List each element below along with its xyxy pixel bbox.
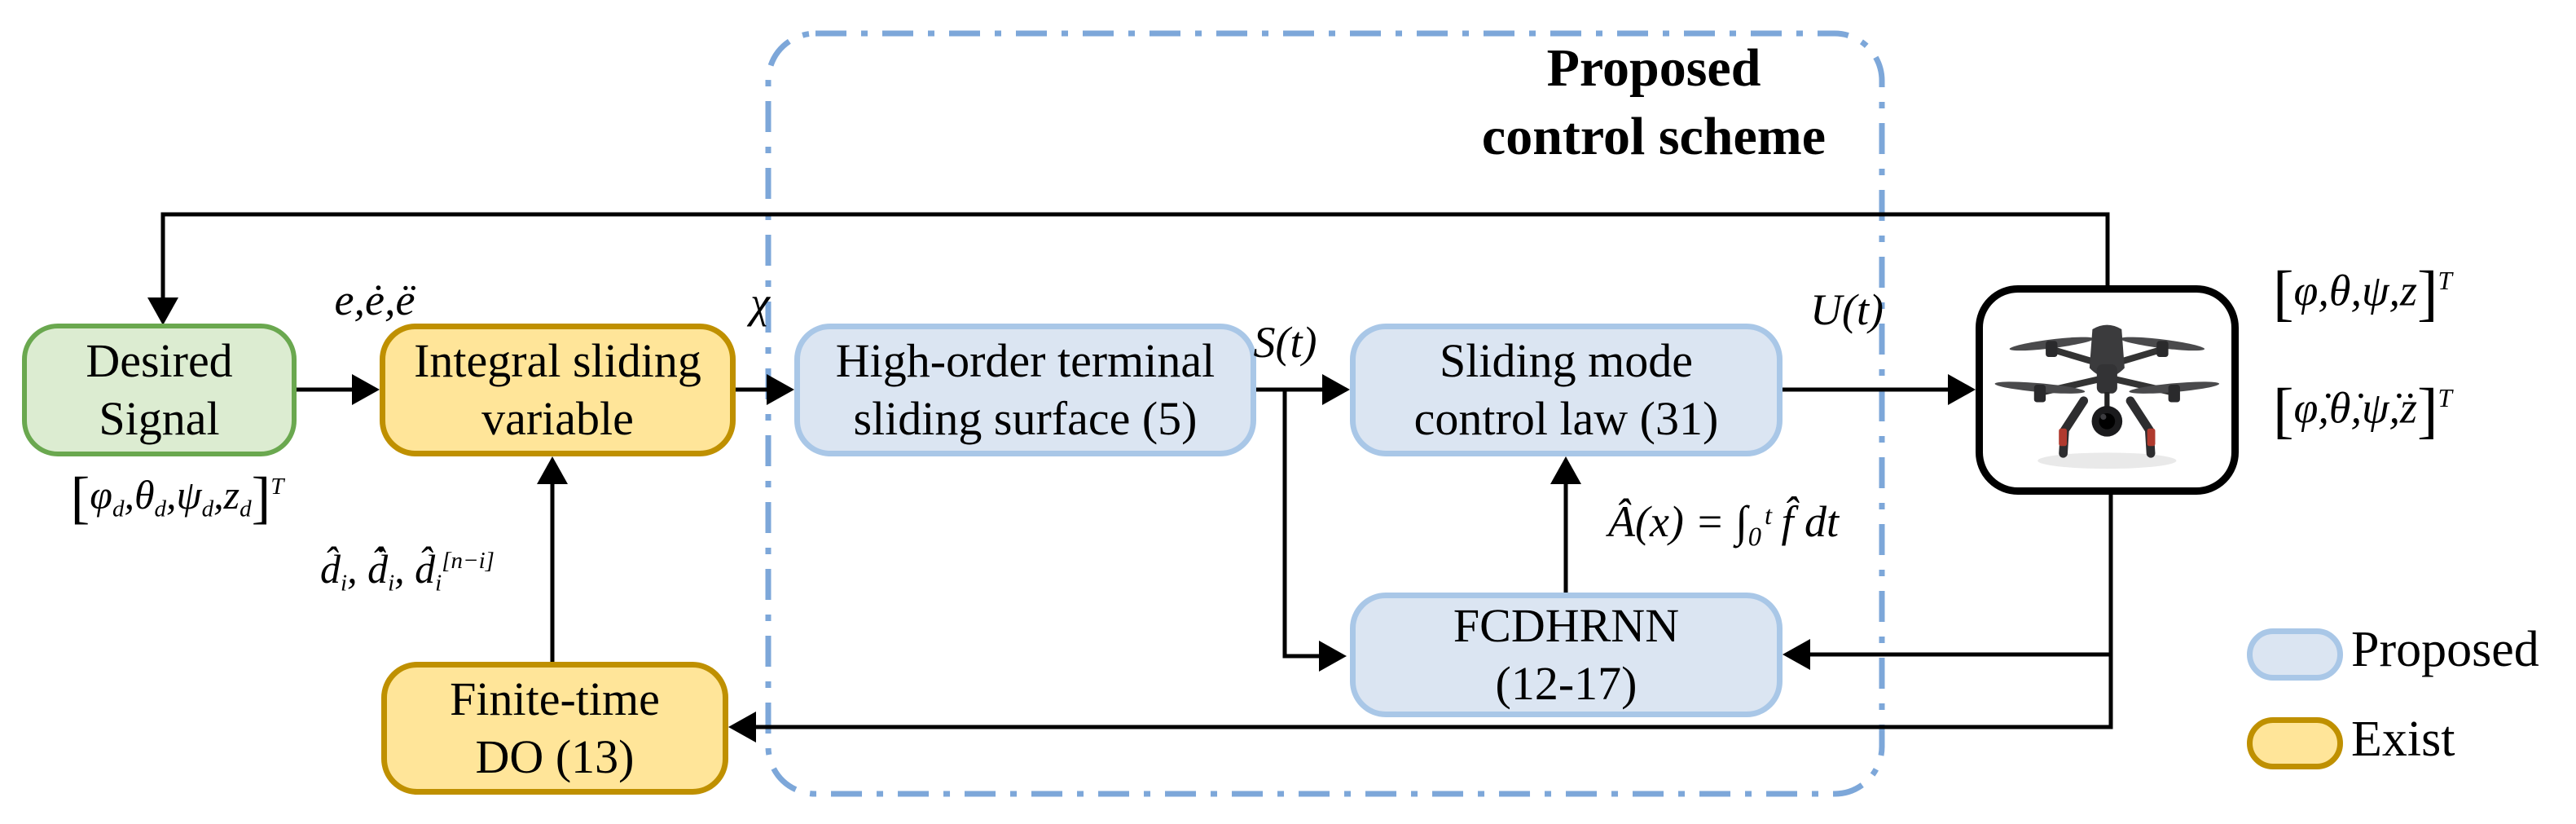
legend-proposed-swatch bbox=[2247, 628, 2343, 681]
chi-signal-label: χ bbox=[750, 278, 770, 327]
u-of-t-label: U(t) bbox=[1810, 285, 1884, 334]
error-signal-label: e,ė,ë bbox=[334, 275, 415, 324]
legend-proposed-label: Proposed bbox=[2351, 622, 2539, 677]
integral-sliding-variable-label: Integral sliding variable bbox=[414, 333, 701, 445]
s-of-t-label: S(t) bbox=[1253, 318, 1317, 367]
feedback-top-line bbox=[147, 212, 2110, 325]
scheme-title: Proposed control scheme bbox=[1481, 38, 1826, 167]
quadrotor-plant-box bbox=[1976, 285, 2239, 495]
state-derivative-vector-label: [φ̇,θ̇,ψ̇,ż]T bbox=[2273, 376, 2452, 445]
integral-sliding-variable-block: Integral sliding variable bbox=[380, 324, 736, 456]
d-hat-estimates-label: d̂i, d̂̇i, d̂i[n−i] bbox=[320, 546, 495, 597]
terminal-sliding-surface-label: High-order terminal sliding surface (5) bbox=[835, 333, 1215, 445]
desired-to-isv-arrow bbox=[297, 374, 380, 405]
legend-exist-label: Exist bbox=[2351, 712, 2455, 767]
a-hat-equation-label: Â(x) = ∫₀ᵗ f̂ dt bbox=[1608, 497, 1839, 546]
state-vector-label: [φ,θ,ψ,z]T bbox=[2273, 258, 2452, 328]
hots-to-smc-arrow bbox=[1251, 374, 1350, 405]
proposed-scheme-boundary bbox=[765, 30, 1885, 797]
fcdhrnn-block: FCDHRNN (12-17) bbox=[1350, 593, 1783, 717]
sliding-mode-control-block: Sliding mode control law (31) bbox=[1350, 324, 1783, 456]
finite-time-do-label: Finite-time DO (13) bbox=[450, 672, 660, 783]
smc-to-plant-arrow bbox=[1783, 374, 1976, 405]
fcdhrnn-to-smc-arrow bbox=[1550, 456, 1581, 593]
plant-feedback-bottom-line bbox=[728, 494, 2113, 742]
drone-icon bbox=[1994, 324, 2220, 469]
desired-signal-block: Desired Signal bbox=[22, 324, 297, 456]
finite-time-do-block: Finite-time DO (13) bbox=[381, 662, 728, 795]
legend-exist-swatch bbox=[2247, 717, 2343, 769]
sliding-mode-control-label: Sliding mode control law (31) bbox=[1413, 333, 1719, 445]
desired-state-vector-label: [φd,θd,ψd,zd]T bbox=[70, 466, 284, 530]
desired-signal-label: Desired Signal bbox=[86, 333, 233, 445]
fcdhrnn-label: FCDHRNN (12-17) bbox=[1453, 598, 1680, 710]
terminal-sliding-surface-block: High-order terminal sliding surface (5) bbox=[794, 324, 1256, 456]
isv-to-hots-arrow bbox=[736, 374, 794, 405]
ftdo-to-isv-arrow bbox=[537, 456, 568, 662]
s-branch-to-fcdhrnn-arrow bbox=[1282, 390, 1347, 672]
